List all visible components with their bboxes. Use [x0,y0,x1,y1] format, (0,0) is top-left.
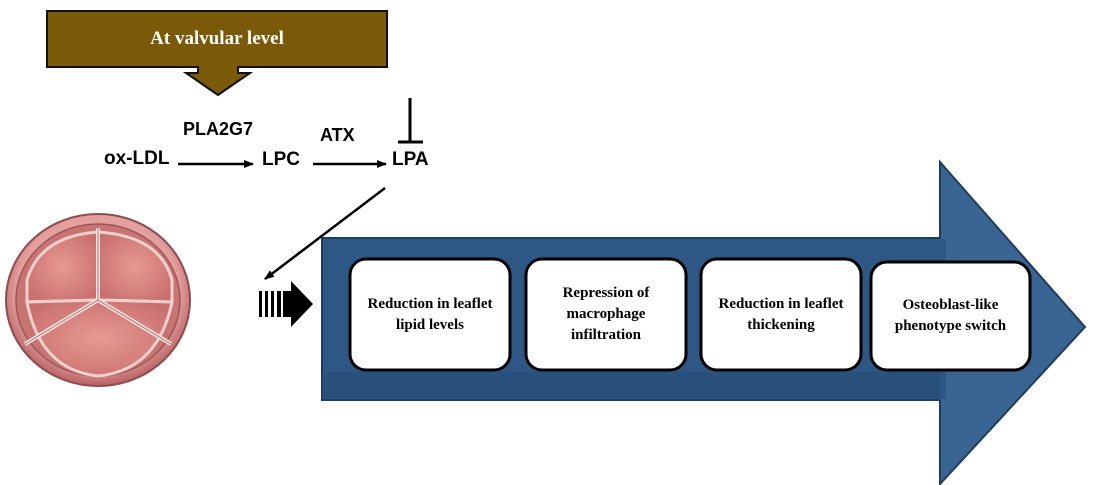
banner-title: At valvular level [150,28,284,49]
arrow-lpa-valve [264,187,386,280]
label-ox-ldl: ox-LDL [104,148,170,169]
banner-shape [46,10,388,97]
valve-icon [5,213,191,387]
label-lpa: LPA [392,149,429,170]
block-arrow-icon [259,281,313,327]
inhibition-icon [398,98,423,144]
label-lpc: LPC [262,149,300,170]
outcome-box: Repression of macrophage infiltration [562,285,650,343]
label-pla2g7: PLA2G7 [183,119,254,139]
label-atx: ATX [320,125,355,145]
outcome-box: Reduction in leaflet thickening [718,295,844,333]
outcome-box: Reduction in leaflet lipid levels [367,295,493,333]
outcome-box: Osteoblast-like phenotype switch [894,297,1007,334]
outcome-box-shapes [348,257,1032,372]
